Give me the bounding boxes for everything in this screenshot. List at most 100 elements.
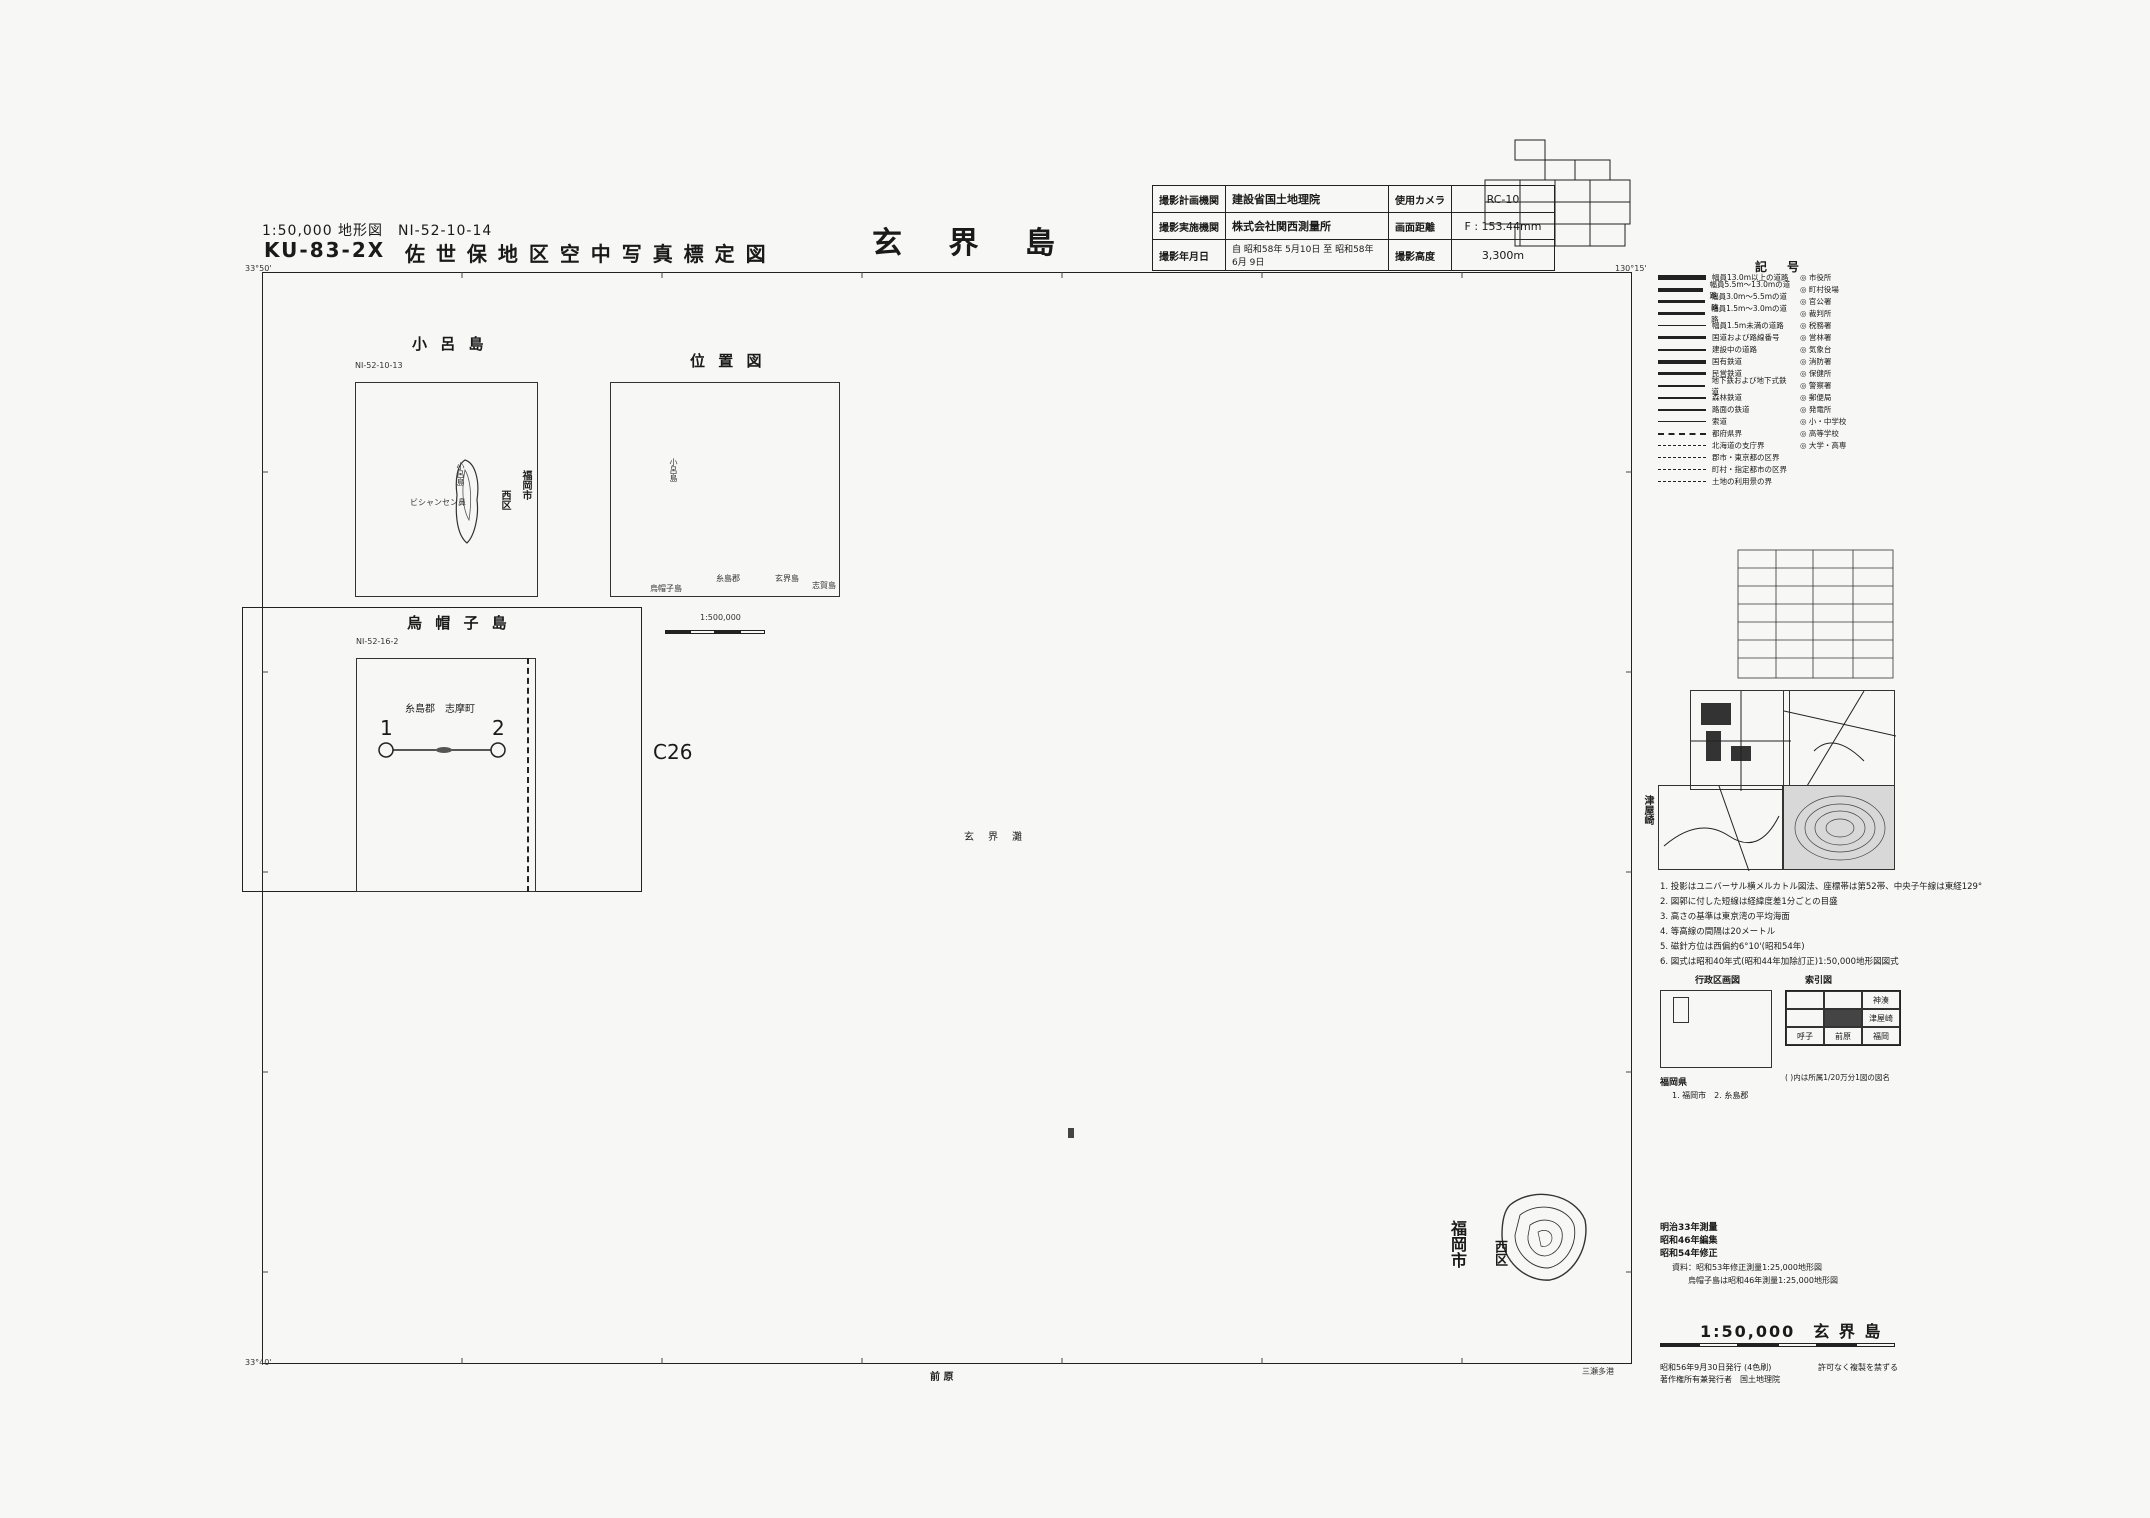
legend-label: 建設中の道路 [1712, 345, 1757, 354]
legend-symbol-label: ◎ 気象台 [1800, 345, 1832, 354]
index-cell: 前原 [1824, 1027, 1862, 1045]
adjacent-sheet-diagram [1484, 139, 1631, 247]
location-label-shika: 志賀島 [812, 581, 836, 590]
legend-symbol-label: ◎ 消防署 [1800, 357, 1832, 366]
index-note: ( )内は所属1/20万分1図の図名 [1785, 1073, 1890, 1082]
genkai-island [1501, 1193, 1587, 1281]
map-notes: 1. 投影はユニバーサル横メルカトル図法、座標帯は第52帯、中央子午線は東経12… [1660, 880, 1982, 970]
map-code: KU-83-2X [264, 238, 386, 262]
sample-panel-2 [1783, 690, 1897, 792]
legend-symbol-label: ◎ 警察署 [1800, 381, 1832, 390]
koro-island [455, 459, 479, 544]
corner-lat-top: 33°50' [245, 264, 272, 273]
survey-line: 昭和46年編集 [1660, 1236, 1718, 1246]
sheet-number: 1:50,000 地形図 NI-52-10-14 [262, 223, 493, 239]
location-label-koro: 小呂島 [669, 458, 678, 482]
sample-panel-1 [1690, 690, 1791, 791]
legend-label: 国道および路線番号 [1712, 333, 1780, 342]
frame-ticks [262, 272, 1632, 1364]
legend-line-sample [1658, 469, 1706, 470]
legend-symbol-row: ◎ 営林署 [1800, 332, 1890, 343]
legend-line-sample [1658, 481, 1706, 482]
legend-line-sample [1658, 396, 1706, 399]
info-value: 株式会社関西測量所 [1225, 212, 1389, 240]
legend-label: 森林鉄道 [1712, 393, 1742, 402]
legend-symbol-label: ◎ 保健所 [1800, 369, 1832, 378]
legend-symbol-label: ◎ 官公署 [1800, 297, 1832, 306]
inset-koro-title: 小 呂 島 [412, 335, 488, 353]
legend-row: 郡市・東京都の区界 [1658, 452, 1793, 463]
legend-label: 幅員1.5m〜3.0mの道路 [1711, 303, 1788, 324]
legend-row: 民営鉄道 [1658, 368, 1793, 379]
landuse-table [1737, 549, 1894, 679]
legend-label: 幅員1.5m未満の道路 [1712, 321, 1784, 330]
info-value: 自 昭和58年 5月10日 至 昭和58年 6月 9日 [1225, 239, 1389, 271]
legend-symbol-label: ◎ 営林署 [1800, 333, 1832, 342]
legend-symbol-row: ◎ 警察署 [1800, 380, 1890, 391]
map-subtitle: 佐 世 保 地 区 空 中 写 真 標 定 図 [405, 242, 768, 266]
inset-eboshi-sheet: NI-52-16-2 [356, 637, 399, 646]
footer-scale-bar [1660, 1343, 1896, 1347]
sample-panel-3 [1658, 785, 1783, 872]
note-line: 5. 磁針方位は西偏約6°10'(昭和54年) [1660, 942, 1805, 952]
location-label-eboshi: 烏帽子島 [650, 584, 682, 593]
legend-row: 幅員5.5m〜13.0mの道路 [1658, 280, 1793, 300]
location-scale-bar [665, 630, 765, 634]
legend-symbol-row: ◎ 市役所 [1800, 272, 1890, 283]
location-label-itoshima: 糸島郡 [716, 574, 740, 583]
corner-lat-bottom: 33°40' [245, 1358, 272, 1367]
legend-symbol-row: ◎ 高等学校 [1800, 428, 1890, 439]
legend-symbol-row: ◎ 税務署 [1800, 320, 1890, 331]
legend-label: 郡市・東京都の区界 [1712, 453, 1780, 462]
genkai-label-fukuoka: 福岡市 [1448, 1220, 1467, 1268]
admin-pref: 福岡県 [1660, 1078, 1688, 1088]
footer-issued: 昭和56年9月30日発行 (4色刷) [1660, 1363, 1772, 1372]
legend-line-sample [1658, 445, 1706, 446]
koro-label-island: 小呂島 [456, 462, 465, 486]
legend-line-sample [1658, 336, 1706, 339]
legend-label: 国有鉄道 [1712, 357, 1742, 366]
index-cell [1786, 1009, 1824, 1027]
inset-location-title: 位 置 図 [690, 352, 766, 370]
photo-point-2: 2 [492, 716, 505, 740]
legend-title: 記 号 [1755, 260, 1804, 274]
info-value: F : 153.44mm [1451, 212, 1555, 240]
info-key: 使用カメラ [1388, 185, 1452, 213]
sample-panel-contours [1783, 785, 1895, 870]
adjacent-right-label: 津屋崎 [1642, 795, 1653, 825]
legend-label: 幅員13.0m以上の道路 [1712, 273, 1789, 282]
note-line: 2. 図郭に付した短線は経緯度差1分ごとの目盛 [1660, 897, 1838, 907]
survey-line: 昭和54年修正 [1660, 1249, 1718, 1259]
info-value: 建設省国土地理院 [1225, 185, 1389, 213]
legend-line-sample [1658, 372, 1706, 375]
legend-symbol-label: ◎ 裁判所 [1800, 309, 1832, 318]
flight-line [378, 742, 506, 758]
info-row: 撮影計画機関 建設省国土地理院 使用カメラ RC-10 [1152, 185, 1555, 213]
legend-label: 都府県界 [1712, 429, 1742, 438]
legend-label: 地下鉄および地下式鉄道 [1711, 375, 1787, 396]
legend-symbol-label: ◎ 町村役場 [1800, 285, 1839, 294]
location-label-genkai: 玄界島 [775, 574, 799, 583]
info-key: 撮影年月日 [1152, 239, 1226, 271]
course-c26-label: C26 [653, 740, 693, 764]
legend-label: 北海道の支庁界 [1712, 441, 1765, 450]
legend-symbol-row: ◎ 官公署 [1800, 296, 1890, 307]
inset-koro-frame [355, 382, 538, 597]
legend-label: 索道 [1712, 417, 1727, 426]
legend-symbol-label: ◎ 市役所 [1800, 273, 1832, 282]
footer-scale-title: 1:50,000 玄 界 島 [1700, 1322, 1883, 1341]
index-cell: 呼子 [1786, 1027, 1824, 1045]
legend-symbol-row: ◎ 気象台 [1800, 344, 1890, 355]
info-value: 3,300m [1451, 239, 1555, 271]
footer-permit: 許可なく複製を禁ずる [1818, 1363, 1898, 1372]
legend-row: 路面の鉄道 [1658, 404, 1793, 415]
genkai-label-nishiku: 西区 [1492, 1240, 1507, 1266]
note-line: 1. 投影はユニバーサル横メルカトル図法、座標帯は第52帯、中央子午線は東経12… [1660, 882, 1983, 892]
index-title: 索引図 [1805, 976, 1833, 986]
legend-label: 町村・指定都市の区界 [1712, 465, 1787, 474]
survey-history: 明治33年測量 昭和46年編集 昭和54年修正 資料：昭和53年修正測量1:25… [1660, 1222, 1838, 1287]
index-grid: 神湊 津屋崎 呼子 前原 福岡 [1785, 990, 1901, 1046]
index-cell: 福岡 [1862, 1027, 1900, 1045]
adjacent-bottom-right-label: 三瀬多港 [1582, 1367, 1614, 1376]
index-cell: 神湊 [1862, 991, 1900, 1009]
